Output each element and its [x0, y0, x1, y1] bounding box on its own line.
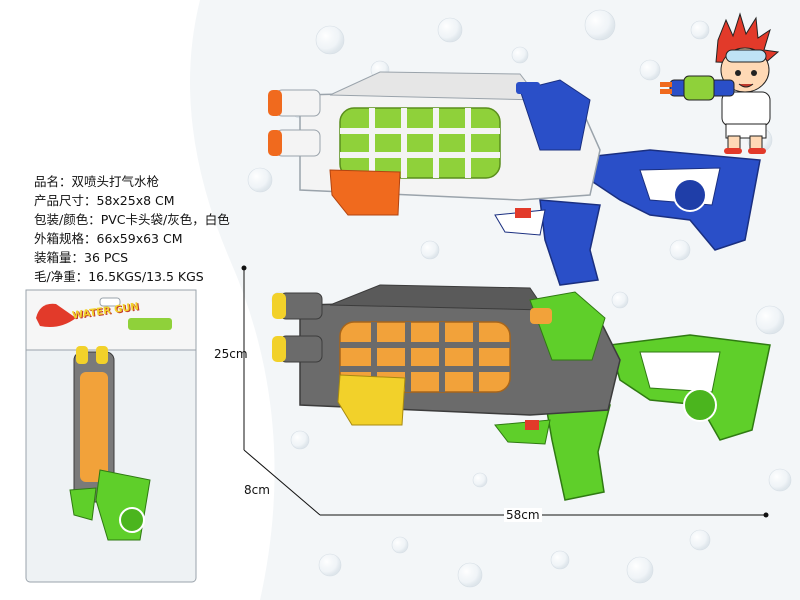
spec-packaging: 包装/颜色：PVC卡头袋/灰色，白色: [34, 212, 230, 227]
dimension-height-label: 25cm: [214, 347, 248, 361]
product-specs: 品名：双喷头打气水枪 产品尺寸：58x25x8 CM 包装/颜色：PVC卡头袋/…: [34, 172, 230, 286]
packaged-product: [25, 289, 197, 583]
dimension-depth-label: 8cm: [244, 483, 270, 497]
dimension-length-label: 58cm: [504, 508, 542, 522]
spec-carton: 外箱规格：66x59x63 CM: [34, 231, 183, 246]
white-blue-water-gun: [268, 71, 761, 286]
dimension-lines: [243, 268, 766, 516]
spec-name: 品名：双喷头打气水枪: [34, 174, 160, 189]
spec-quantity: 装箱量：36 PCS: [34, 250, 129, 265]
spec-size: 产品尺寸：58x25x8 CM: [34, 193, 175, 208]
spec-weight: 毛/净重：16.5KGS/13.5 KGS: [34, 269, 204, 284]
cartoon-boy: [660, 12, 780, 154]
grey-green-water-gun: [272, 284, 771, 501]
